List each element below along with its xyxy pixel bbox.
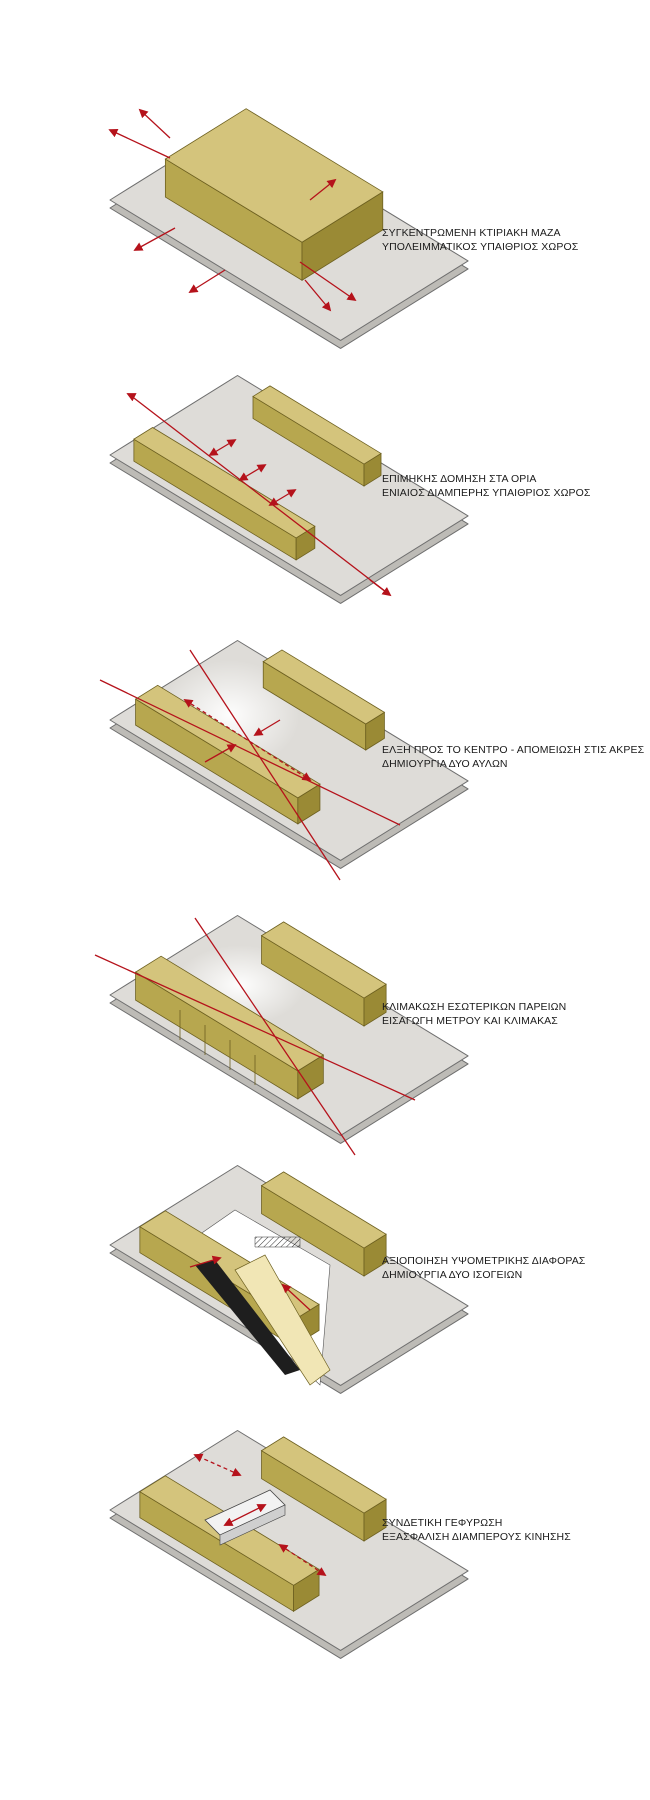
- caption-line: ΕΙΣΑΓΩΓΗ ΜΕΤΡΟΥ ΚΑΙ ΚΛΙΜΑΚΑΣ: [382, 1015, 558, 1027]
- ramp-surface: [234, 1254, 331, 1386]
- caption-stage-5: ΑΞΙΟΠΟΙΗΣΗ ΥΨΟΜΕΤΡΙΚΗΣ ΔΙΑΦΟΡΑΣ ΔΗΜΙΟΥΡΓ…: [382, 1254, 644, 1282]
- cross-arrow: [238, 464, 267, 481]
- through-axis: [129, 394, 391, 596]
- centre-axis: [183, 699, 312, 781]
- site-plate: [109, 375, 469, 596]
- level-block-north-top: [260, 1171, 387, 1249]
- pull-arrow: [253, 719, 281, 736]
- central-block-top: [164, 108, 384, 243]
- caption-stage-1: ΣΥΓΚΕΝΤΡΩΜΕΝΗ ΚΤΙΡΙΑΚΗ ΜΑΖΑ ΥΠΟΛΕΙΜΜΑΤΙΚ…: [382, 226, 644, 254]
- stage-2-diagram: [109, 375, 469, 604]
- caption-line: ΔΗΜΙΟΥΡΓΙΑ ΔΥΟ ΙΣΟΓΕΙΩΝ: [382, 1269, 523, 1281]
- ramp-shadow: [195, 1260, 300, 1375]
- level-arrow: [189, 1255, 222, 1268]
- expand-arrow: [133, 227, 176, 251]
- caption-line: ΕΠΙΜΗΚΗΣ ΔΟΜΗΣΗ ΣΤΑ ΟΡΙΑ: [382, 473, 537, 485]
- long-block-north-top: [252, 385, 382, 465]
- expand-arrow: [299, 261, 357, 302]
- level-arrow: [281, 1283, 311, 1311]
- caption-line: ΥΠΟΛΕΙΜΜΑΤΙΚΟΣ ΥΠΑΙΘΡΙΟΣ ΧΩΡΟΣ: [382, 241, 579, 253]
- caption-line: ΣΥΝΔΕΤΙΚΗ ΓΕΦΥΡΩΣΗ: [382, 1517, 503, 1529]
- stage-4-diagram: [94, 915, 469, 1156]
- stage-3-diagram: [99, 640, 469, 881]
- stepped-block-north-top: [260, 921, 387, 999]
- pull-arrow: [204, 744, 237, 763]
- caption-stage-4: ΚΛΙΜΑΚΩΣΗ ΕΣΩΤΕΡΙΚΩΝ ΠΑΡΕΙΩΝ ΕΙΣΑΓΩΓΗ ΜΕ…: [382, 1000, 644, 1028]
- stage-5-diagram: [109, 1165, 469, 1394]
- expand-arrow: [304, 279, 332, 312]
- caption-line: ΕΝΙΑΙΟΣ ΔΙΑΜΠΕΡΗΣ ΥΠΑΙΘΡΙΟΣ ΧΩΡΟΣ: [382, 487, 591, 499]
- edge-line: [94, 954, 416, 1101]
- expand-arrow: [188, 269, 226, 293]
- tapered-block-north-top: [262, 649, 386, 725]
- stage-1-diagram: [108, 108, 469, 349]
- caption-stage-2: ΕΠΙΜΗΚΗΣ ΔΟΜΗΣΗ ΣΤΑ ΟΡΙΑ ΕΝΙΑΙΟΣ ΔΙΑΜΠΕΡ…: [382, 472, 644, 500]
- stage-6-diagram: [109, 1430, 469, 1659]
- caption-stage-6: ΣΥΝΔΕΤΙΚΗ ΓΕΦΥΡΩΣΗ ΕΞΑΣΦΑΛΙΣΗ ΔΙΑΜΠΕΡΟΥΣ…: [382, 1516, 644, 1544]
- stepped-block-south-top: [134, 955, 325, 1072]
- caption-line: ΑΞΙΟΠΟΙΗΣΗ ΥΨΟΜΕΤΡΙΚΗΣ ΔΙΑΦΟΡΑΣ: [382, 1255, 586, 1267]
- caption-line: ΚΛΙΜΑΚΩΣΗ ΕΣΩΤΕΡΙΚΩΝ ΠΑΡΕΙΩΝ: [382, 1001, 567, 1013]
- movement-arrow: [193, 1453, 242, 1477]
- cross-arrow: [208, 439, 237, 456]
- bridge-arrow: [223, 1504, 267, 1526]
- bridged-block-north-top: [260, 1436, 387, 1514]
- caption-line: ΔΗΜΙΟΥΡΓΙΑ ΔΥΟ ΑΥΛΩΝ: [382, 758, 508, 770]
- caption-line: ΕΞΑΣΦΑΛΙΣΗ ΔΙΑΜΠΕΡΟΥΣ ΚΙΝΗΣΗΣ: [382, 1531, 571, 1543]
- edge-line: [194, 917, 356, 1156]
- caption-stage-3: ΕΛΞΗ ΠΡΟΣ ΤΟ ΚΕΝΤΡΟ - ΑΠΟΜΕΙΩΣΗ ΣΤΙΣ ΑΚΡ…: [382, 743, 644, 771]
- axis-arrow-end: [369, 579, 392, 597]
- cross-arrow: [268, 489, 297, 506]
- hatch-section: [254, 1236, 301, 1248]
- caption-line: ΣΥΓΚΕΝΤΡΩΜΕΝΗ ΚΤΙΡΙΑΚΗ ΜΑΖΑ: [382, 227, 561, 239]
- expand-arrow: [138, 108, 171, 139]
- axis-arrow-start: [126, 393, 137, 402]
- expand-arrow: [309, 178, 337, 201]
- long-block-south-top: [133, 427, 316, 539]
- expand-arrow: [108, 128, 171, 159]
- movement-arrow: [278, 1543, 327, 1577]
- caption-line: ΕΛΞΗ ΠΡΟΣ ΤΟ ΚΕΝΤΡΟ - ΑΠΟΜΕΙΩΣΗ ΣΤΙΣ ΑΚΡ…: [382, 744, 645, 756]
